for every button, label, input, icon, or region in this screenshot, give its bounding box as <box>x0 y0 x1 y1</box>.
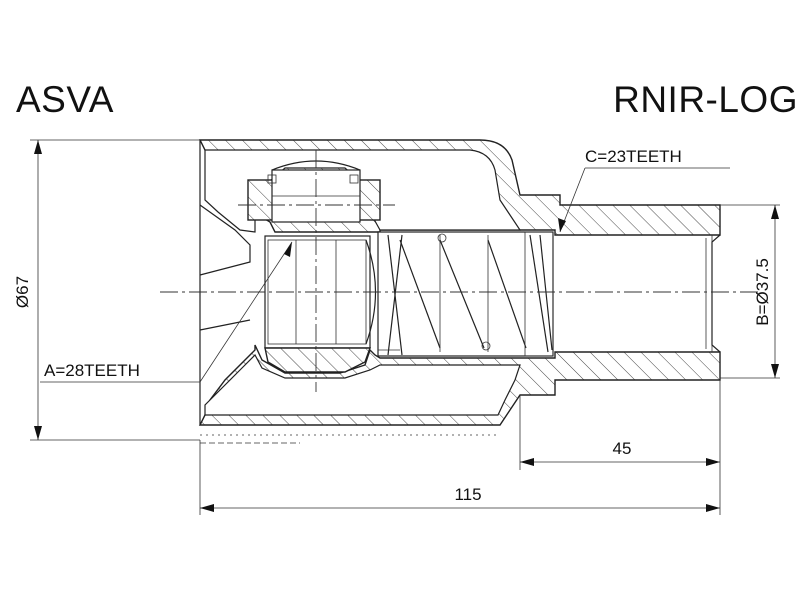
joint-housing <box>198 139 721 444</box>
label-shaft-length: 45 <box>613 439 632 458</box>
center-lines <box>160 150 760 392</box>
label-spline-b: B=Ø37.5 <box>753 258 772 326</box>
part-number: RNIR-LOG <box>613 79 798 120</box>
dim-outer-diameter: Ø67 <box>13 139 200 441</box>
label-spline-c: C=23TEETH <box>585 147 682 166</box>
dim-shaft-length: 45 <box>519 380 721 515</box>
leader-spline-a: A=28TEETH <box>40 241 293 383</box>
leader-spline-c: C=23TEETH <box>558 147 730 233</box>
label-outer-diameter: Ø67 <box>13 276 32 308</box>
label-spline-a: A=28TEETH <box>44 361 140 380</box>
label-total-length: 115 <box>454 485 481 504</box>
dim-total-length: 115 <box>199 440 720 515</box>
dim-shaft-diameter: B=Ø37.5 <box>720 204 780 379</box>
brand-title: ASVA <box>16 79 114 120</box>
